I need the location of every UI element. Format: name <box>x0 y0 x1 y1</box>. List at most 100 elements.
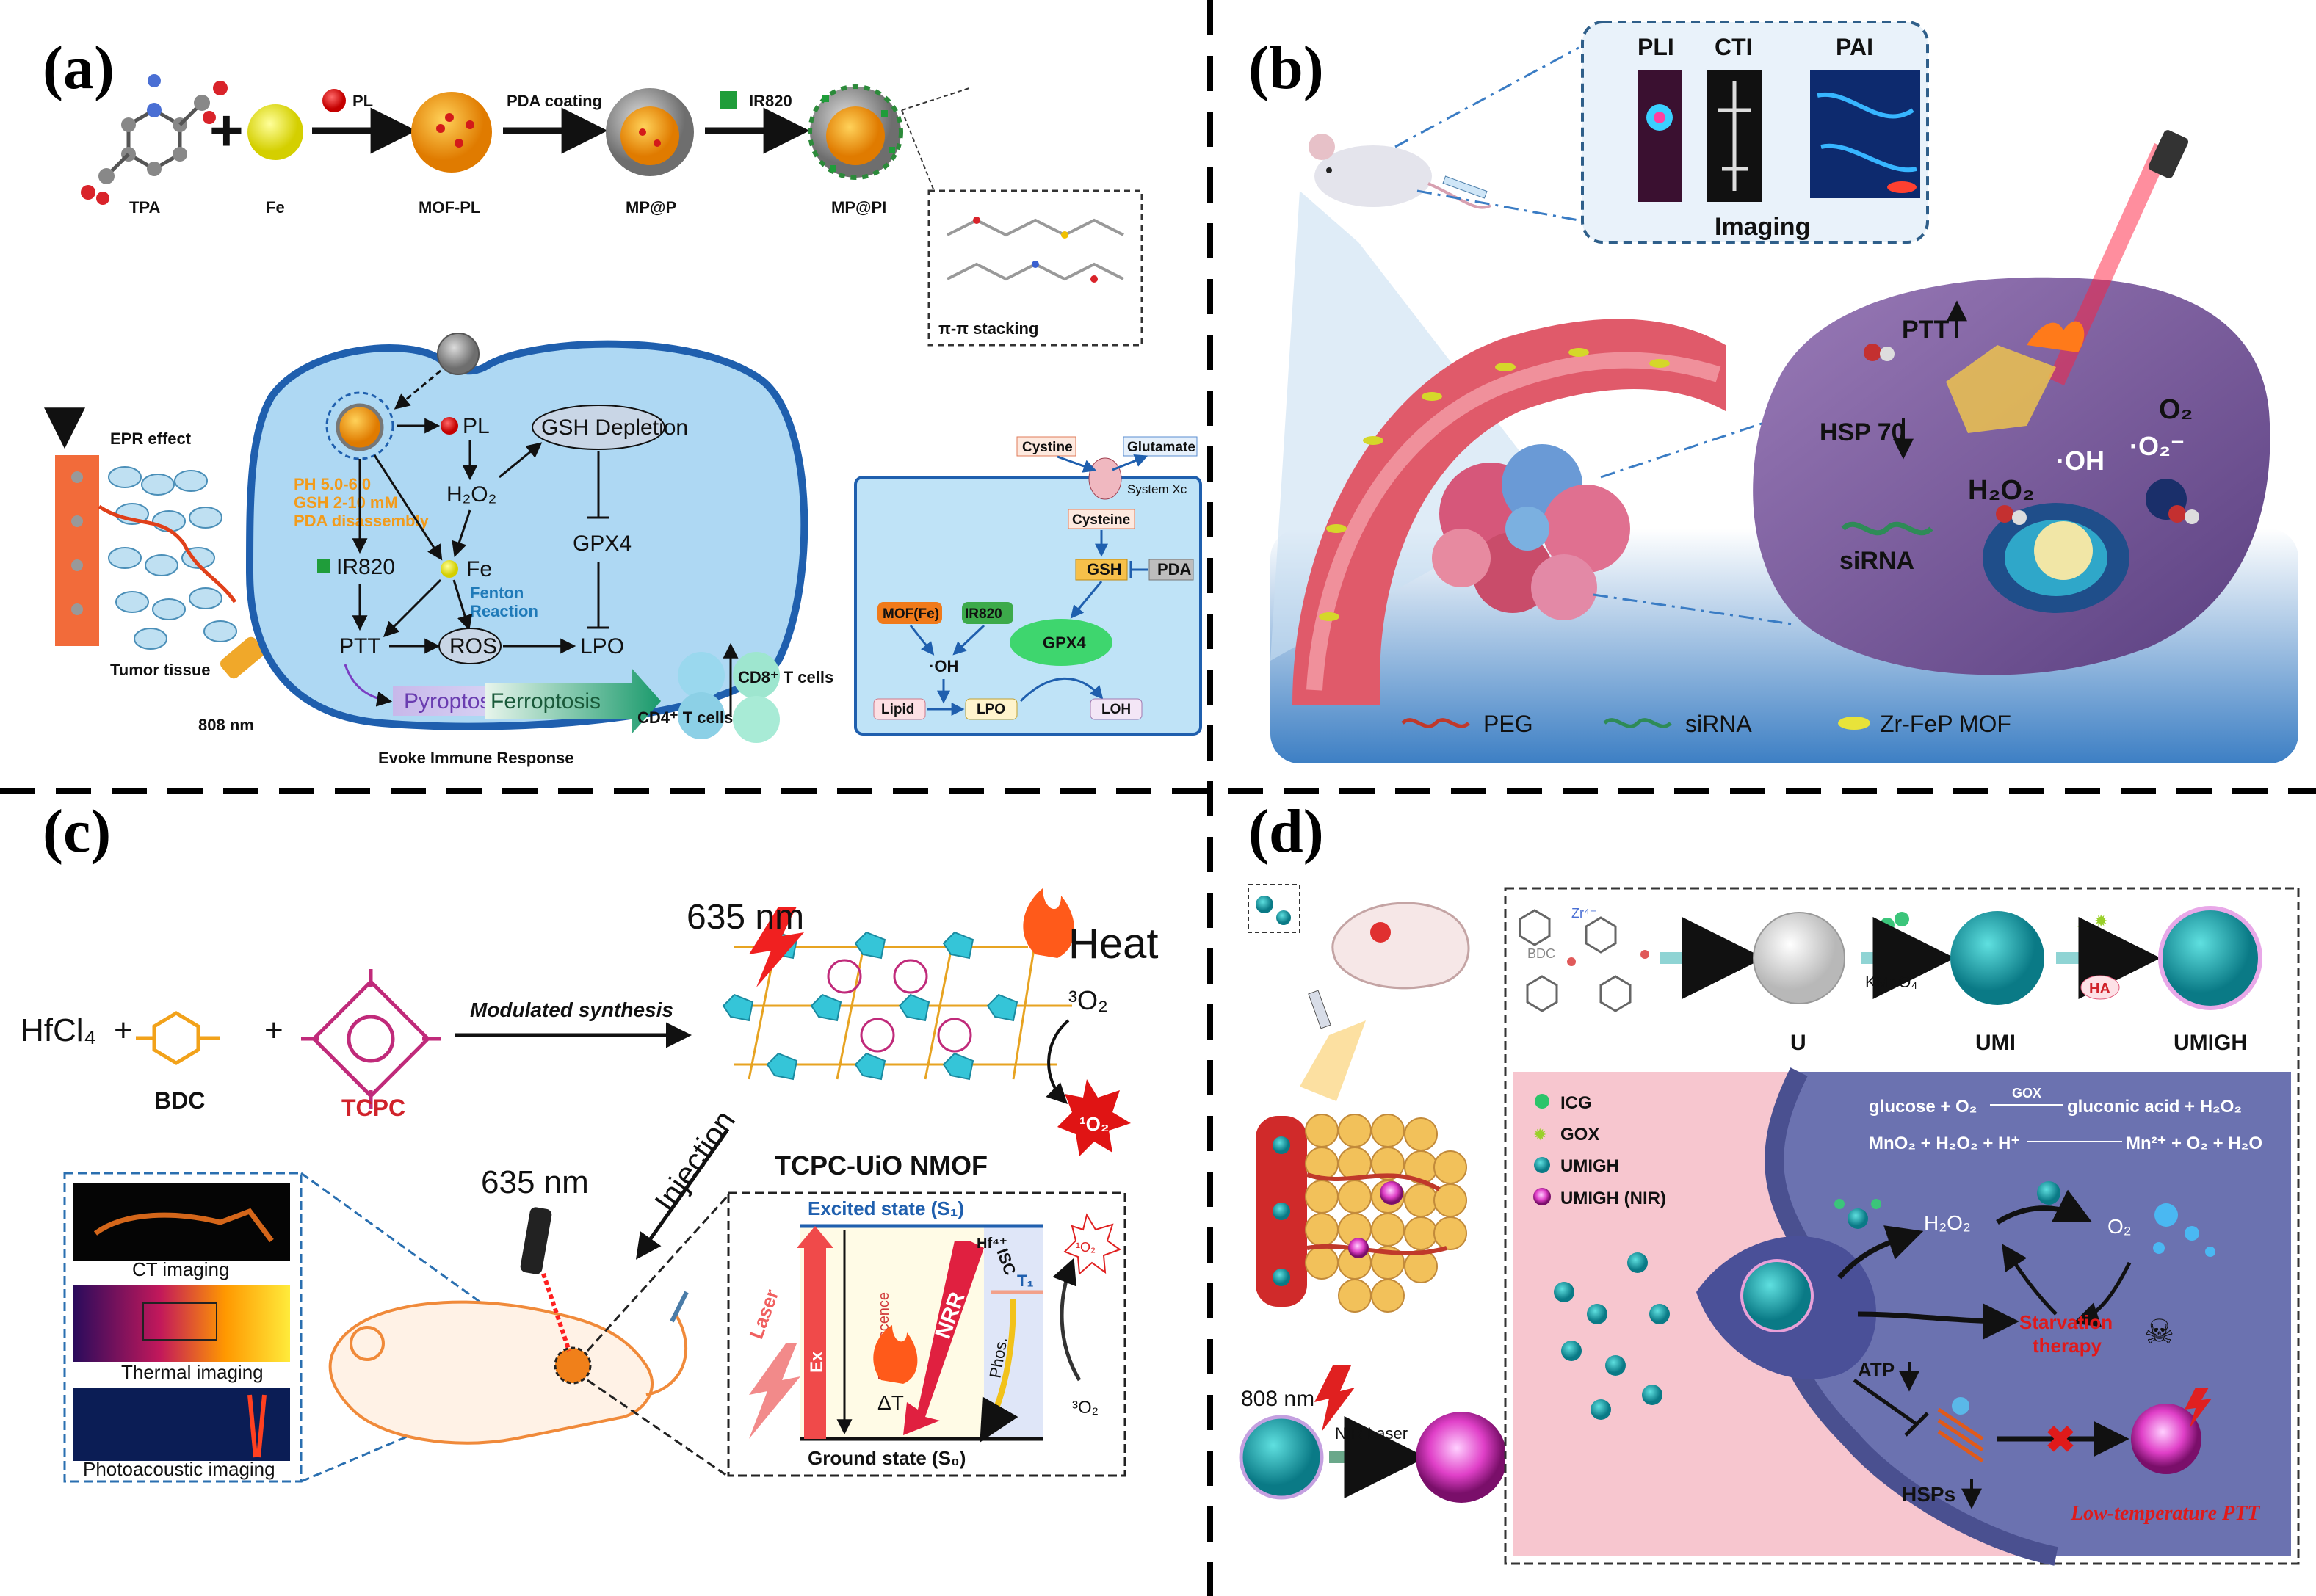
pa-signal <box>247 1394 267 1458</box>
zoom-c3 <box>586 1195 728 1352</box>
cti-label: CTI <box>1715 34 1753 60</box>
pai-vessels <box>1817 92 1917 173</box>
pda-dis-text: PDA disassembly <box>294 512 430 530</box>
arrow-cycle-2 <box>2002 1244 2058 1316</box>
pl-label: PL <box>352 92 373 110</box>
block-x: ✖ <box>2045 1419 2076 1460</box>
gsh-depletion-label: GSH Depletion <box>541 416 688 440</box>
arrow-starvation <box>1857 1303 2019 1340</box>
syringe-icon <box>1442 175 1488 199</box>
u-label: U <box>1790 1031 1806 1055</box>
mouse-d <box>1331 902 1470 990</box>
mouse-icon <box>1309 134 1491 209</box>
zoom-line-1 <box>901 109 935 192</box>
tpa-molecule <box>81 74 228 205</box>
cd8-label: CD8⁺ T cells <box>738 668 833 686</box>
legend-gox: GOX <box>1560 1125 1599 1145</box>
panel-d-label: (d) <box>1248 797 1324 866</box>
eq2-right: Mn²⁺ + O₂ + H₂O <box>2126 1133 2262 1153</box>
arrow-release <box>1837 1225 1924 1280</box>
mp-p-particle <box>606 88 694 176</box>
ct-skeleton <box>93 1208 274 1243</box>
arrow-fe-ros <box>452 579 473 631</box>
ptt-b-label: PTT <box>1902 316 1949 344</box>
lpo-box <box>965 698 1018 720</box>
umigh-d-left <box>1239 1415 1324 1500</box>
mof-pl-particle <box>411 92 492 173</box>
skull-icon: ☠ <box>2144 1313 2174 1351</box>
mouse-tail-c <box>645 1313 688 1396</box>
ir820-cell-label: IR820 <box>336 555 395 579</box>
ros-label: ROS <box>449 634 497 659</box>
fenton-2: Reaction <box>470 602 538 620</box>
entering-particle <box>437 333 480 375</box>
singlet-burst-c <box>1063 1213 1122 1276</box>
lipid-label: Lipid <box>881 702 914 717</box>
ir820-path-label: IR820 <box>965 606 1002 622</box>
zoom-line-b3 <box>1600 417 1778 479</box>
cystine-label: Cystine <box>1022 440 1073 455</box>
epr-label: EPR effect <box>110 429 192 448</box>
cd8-cell-1 <box>733 652 780 699</box>
mp-p-label: MP@P <box>626 198 676 217</box>
phos-arrow <box>980 1299 1018 1443</box>
legend-mof-icon <box>1838 717 1870 730</box>
fe-sphere <box>247 104 303 160</box>
pl-dot <box>322 89 346 112</box>
legend-umigh-nir: UMIGH (NIR) <box>1560 1189 1666 1208</box>
o2-d-label: O₂ <box>2107 1215 2132 1238</box>
syringe-c <box>670 1291 689 1323</box>
excited-label: Excited state (S₁) <box>808 1197 964 1219</box>
glutamate-label: Glutamate <box>1127 440 1195 455</box>
gox-star-2: ✹ <box>2094 912 2107 930</box>
pai-hotspot <box>1887 181 1917 193</box>
released-particles <box>1834 1199 1881 1229</box>
umi-d-mid <box>2037 1181 2060 1205</box>
arrow-particle-fe <box>373 454 443 561</box>
oh-path-label: ·OH <box>929 657 958 675</box>
laser-d-label: 808 nm <box>1241 1387 1314 1411</box>
d-zoom-box <box>1248 884 1300 933</box>
ros-oval <box>438 628 502 664</box>
transporter <box>1088 457 1122 500</box>
kmno4-dot2 <box>1895 912 1909 926</box>
cd4-cell-1 <box>678 652 725 699</box>
stacking-molecules <box>947 217 1124 283</box>
fe-label: Fe <box>266 198 285 217</box>
umi-label: UMI <box>1975 1031 2016 1055</box>
umigh-particle <box>2158 906 2262 1010</box>
umigh-label: UMIGH <box>2174 1031 2247 1055</box>
glutamate-box <box>1123 436 1198 457</box>
cd4-cell-2 <box>678 692 725 739</box>
sirna-b-label: siRNA <box>1839 547 1914 575</box>
arrow-injection <box>635 1129 729 1260</box>
u-particle <box>1753 912 1845 1004</box>
oh-b-label: ·OH <box>2056 446 2105 476</box>
panel-b: (b) PLI CTI PAI Imaging <box>1248 21 2298 763</box>
ex-label: Ex <box>807 1351 827 1373</box>
arrow-o2 <box>1046 1019 1070 1104</box>
tpa-label: TPA <box>129 198 160 217</box>
o2-triplet-c: ³O₂ <box>1072 1398 1099 1418</box>
nanoparticle-swarm <box>1946 321 2085 433</box>
mouse-outline-c <box>328 1300 654 1445</box>
ferroptosis-arrow <box>485 668 661 734</box>
blood-vessel <box>1292 319 1726 705</box>
lpo-label: LPO <box>580 634 624 659</box>
hf-label: Hf⁴⁺ <box>977 1236 1007 1252</box>
gsh-text: GSH 2-10 mM <box>294 493 398 512</box>
arrow-mof-oh <box>909 625 935 656</box>
tumor-spot-c <box>554 1346 592 1385</box>
d-molecules <box>1519 909 1649 1012</box>
t1-label: T₁ <box>1017 1272 1034 1290</box>
arrow-pyroptosis <box>344 664 393 707</box>
d-zr-label: Zr⁴⁺ <box>1571 906 1596 921</box>
fenton-1: Fenton <box>470 584 524 602</box>
legend-peg: PEG <box>1483 711 1533 737</box>
panel-c-label: (c) <box>43 797 111 866</box>
low-ptt-label: Low-temperature PTT <box>2070 1502 2261 1525</box>
pda-box <box>1148 559 1194 581</box>
pathway-box <box>854 476 1202 736</box>
gpx4-blob <box>1010 619 1112 666</box>
